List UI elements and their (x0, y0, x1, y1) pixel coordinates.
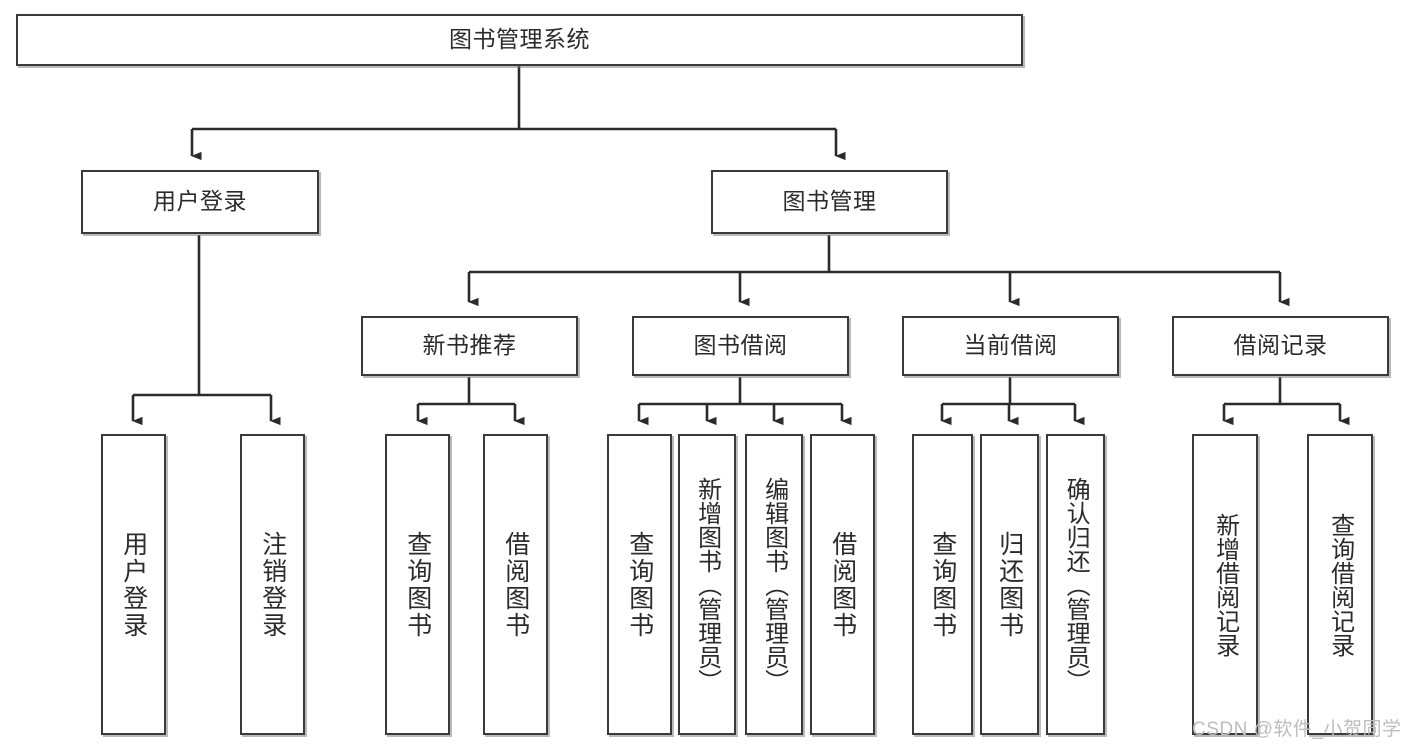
node-current-borrow[interactable]: 当前借阅 (902, 316, 1119, 376)
leaf-user-login-login[interactable]: 用户登录 (101, 434, 166, 735)
leaf-book-borrow-query-book[interactable]: 查询图书 (607, 434, 672, 735)
node-borrow-record[interactable]: 借阅记录 (1172, 316, 1389, 376)
node-label: 图书管理 (782, 188, 877, 215)
leaf-borrow-record-query-record[interactable]: 查询借阅记录 (1307, 434, 1373, 735)
leaf-borrow-record-add-record[interactable]: 新增借阅记录 (1192, 434, 1258, 735)
node-label: 归还图书 (995, 530, 1024, 639)
leaf-book-borrow-edit-book-admin[interactable]: 编辑图书（管理员） (745, 434, 803, 735)
watermark-text: CSDN @软件_小贺同学 (1192, 719, 1402, 740)
node-new-book-recommend[interactable]: 新书推荐 (361, 316, 578, 376)
node-label: 图书管理系统 (449, 26, 590, 53)
node-label: 注销登录 (258, 530, 287, 639)
node-label: 查询借阅记录 (1326, 512, 1354, 657)
node-label: 查询图书 (625, 530, 654, 639)
node-book-management[interactable]: 图书管理 (711, 170, 948, 234)
node-label: 新增图书（管理员） (693, 476, 721, 693)
leaf-new-book-borrow-book[interactable]: 借阅图书 (483, 434, 548, 735)
node-root-book-management-system[interactable]: 图书管理系统 (16, 14, 1023, 66)
node-label: 当前借阅 (963, 332, 1058, 359)
node-label: 借阅图书 (501, 530, 530, 639)
node-label: 新书推荐 (422, 332, 517, 359)
node-user-login[interactable]: 用户登录 (81, 170, 319, 234)
node-label: 新增借阅记录 (1211, 512, 1239, 657)
leaf-current-borrow-return-book[interactable]: 归还图书 (980, 434, 1039, 735)
node-book-borrow[interactable]: 图书借阅 (632, 316, 849, 376)
node-label: 用户登录 (153, 188, 247, 215)
leaf-current-borrow-query-book[interactable]: 查询图书 (912, 434, 973, 735)
node-label: 图书借阅 (693, 332, 788, 359)
node-label: 确认归还（管理员） (1062, 476, 1090, 693)
leaf-user-login-logout[interactable]: 注销登录 (240, 434, 305, 735)
node-label: 查询图书 (403, 530, 432, 639)
node-label: 编辑图书（管理员） (760, 476, 788, 693)
leaf-book-borrow-add-book-admin[interactable]: 新增图书（管理员） (678, 434, 736, 735)
leaf-new-book-query-book[interactable]: 查询图书 (385, 434, 450, 735)
node-label: 用户登录 (119, 530, 148, 639)
leaf-book-borrow-borrow-book[interactable]: 借阅图书 (810, 434, 875, 735)
leaf-current-borrow-confirm-return-admin[interactable]: 确认归还（管理员） (1046, 434, 1105, 735)
node-label: 借阅记录 (1233, 332, 1328, 359)
node-label: 查询图书 (928, 530, 957, 639)
node-label: 借阅图书 (828, 530, 857, 639)
